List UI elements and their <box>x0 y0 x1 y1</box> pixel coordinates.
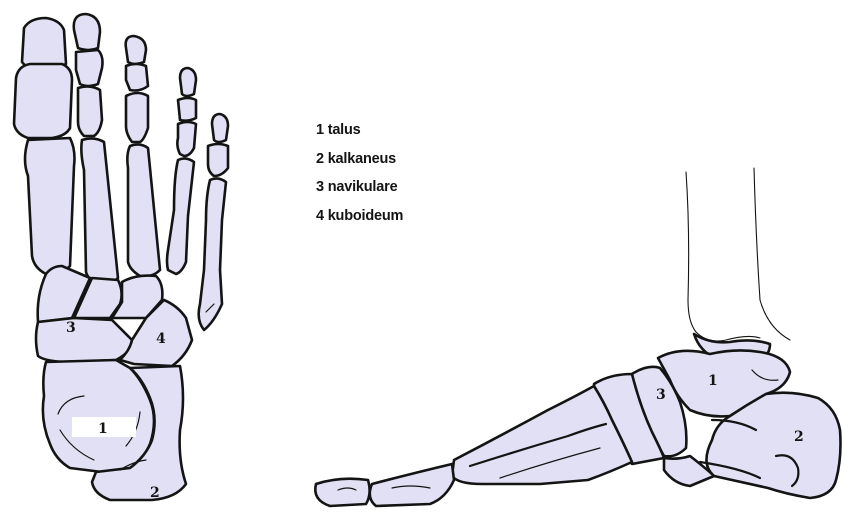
legend-item-talus: 1 talus <box>316 120 403 149</box>
dorsal-label-cuboid: 4 <box>156 331 166 347</box>
navicular-bone <box>36 318 132 362</box>
second-toe-phalanges <box>74 14 103 136</box>
dorsal-label-talus: 1 <box>98 421 108 437</box>
dorsal-foot-view: 3 4 1 2 <box>14 14 228 501</box>
lateral-label-talus: 1 <box>708 373 718 389</box>
fibula-outline <box>754 168 790 340</box>
tibia-outline <box>686 172 696 332</box>
legend-item-navicular: 3 navikulare <box>316 177 403 206</box>
legend-item-calcaneus: 2 kalkaneus <box>316 149 403 178</box>
lateral-toe-phalanges <box>315 464 454 506</box>
big-toe-phalanges <box>14 18 72 138</box>
lateral-label-navicular: 3 <box>656 387 666 403</box>
dorsal-label-navicular: 3 <box>66 320 76 336</box>
fourth-toe-phalanges <box>177 68 196 156</box>
legend-item-cuboid: 4 kuboideum <box>316 206 403 235</box>
bone-legend: 1 talus 2 kalkaneus 3 navikulare 4 kuboi… <box>316 120 403 234</box>
dorsal-label-calcaneus: 2 <box>150 485 160 501</box>
fifth-toe-phalanges <box>208 114 228 176</box>
lateral-label-calcaneus: 2 <box>794 429 804 445</box>
third-toe-phalanges <box>126 36 148 142</box>
